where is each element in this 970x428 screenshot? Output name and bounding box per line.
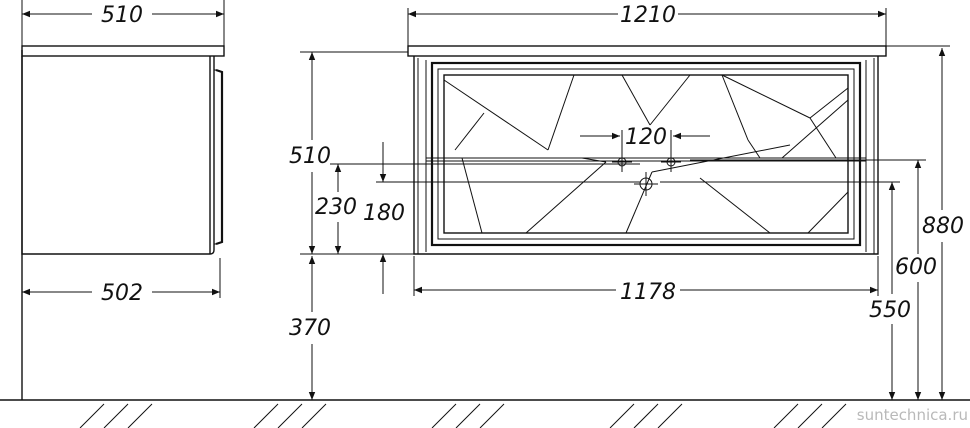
dim-label-overall-height: 880 (922, 214, 964, 239)
dim-label-front-top: 1210 (620, 3, 676, 28)
dim-label-side-top: 510 (101, 3, 143, 28)
dim-front-bottom: 1178 (413, 256, 879, 305)
dim-side-bottom: 502 (22, 258, 221, 306)
dim-label-height-600: 600 (895, 255, 937, 280)
dim-label-height: 510 (289, 144, 331, 169)
drain-hole (634, 172, 658, 196)
dim-overall-height: 880 (886, 45, 964, 400)
dim-label-front-bottom: 1178 (620, 280, 676, 305)
door-pattern (443, 74, 849, 234)
dim-hole-spacing: 120 (580, 125, 710, 158)
dim-height: 510 (289, 51, 414, 255)
dim-height-600: 600 (690, 159, 937, 400)
dim-label-floor-clearance: 370 (289, 316, 331, 341)
dim-hole-height: 180 (363, 142, 640, 294)
dim-label-side-bottom: 502 (101, 281, 143, 306)
dim-height-550: 550 (660, 181, 911, 400)
watermark-text: suntechnica.ru (857, 406, 968, 424)
dim-side-top: 510 (21, 0, 225, 48)
dim-front-top: 1210 (407, 3, 887, 46)
front-view (407, 45, 887, 255)
side-view (21, 45, 225, 255)
floor (0, 399, 970, 428)
dim-floor-clearance: 370 (289, 256, 331, 400)
dim-label-drain-height: 230 (315, 195, 357, 220)
dim-drain-height: 230 (315, 163, 640, 254)
dim-label-height-550: 550 (869, 298, 911, 323)
dim-label-hole-spacing: 120 (625, 125, 667, 150)
dim-label-hole-height: 180 (363, 201, 405, 226)
